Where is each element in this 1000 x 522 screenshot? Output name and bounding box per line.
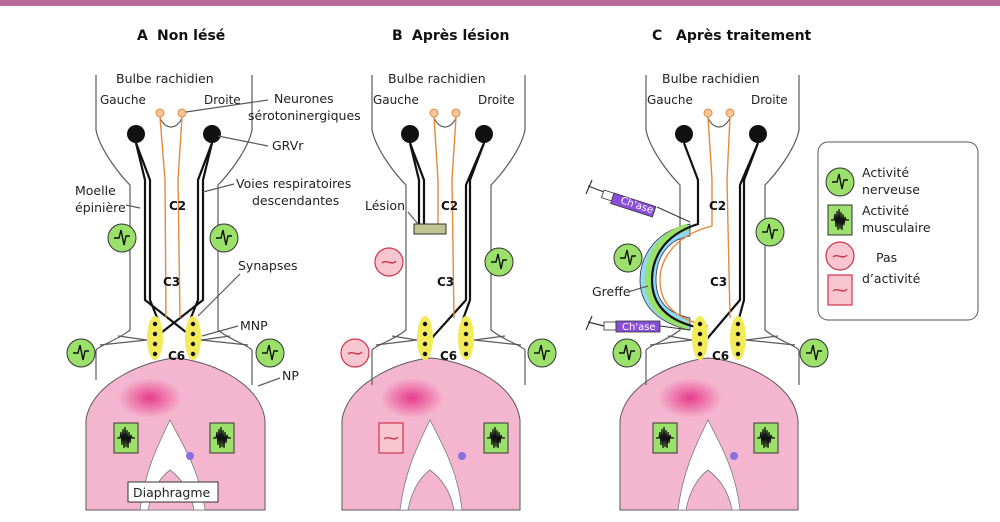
diaphragme-label-box bbox=[127, 481, 219, 503]
panel-b: Bulbe rachidien Gauche Droite Lésion C2 … bbox=[340, 71, 557, 511]
svg-text:C3: C3 bbox=[163, 275, 180, 289]
legend-box bbox=[817, 141, 979, 321]
legend: Activité nerveuse Activité musculaire Pa… bbox=[817, 141, 979, 321]
svg-text:C6: C6 bbox=[440, 349, 457, 363]
svg-text:GRVr: GRVr bbox=[272, 138, 304, 153]
chase-syringe-bottom: Ch'ase bbox=[585, 315, 691, 333]
no-activity-circle-icon bbox=[340, 338, 370, 368]
svg-text:Lésion: Lésion bbox=[365, 198, 405, 213]
muscle-activity-icon bbox=[652, 422, 678, 454]
legend-no-activity-circle-icon bbox=[825, 241, 855, 271]
no-activity-circle-icon bbox=[374, 247, 404, 277]
legend-neural-activity-icon bbox=[825, 167, 855, 197]
chase-syringe-top: Ch'ase bbox=[585, 179, 691, 223]
svg-text:C3: C3 bbox=[710, 275, 727, 289]
svg-text:Droite: Droite bbox=[478, 93, 515, 107]
svg-text:MNP: MNP bbox=[240, 318, 268, 333]
neural-activity-icon bbox=[66, 338, 96, 368]
top-bar bbox=[0, 0, 1000, 6]
svg-text:Bulbe rachidien: Bulbe rachidien bbox=[388, 71, 486, 86]
svg-text:Bulbe rachidien: Bulbe rachidien bbox=[116, 71, 214, 86]
svg-text:Non lésé: Non lésé bbox=[157, 28, 225, 44]
neural-activity-icon bbox=[484, 247, 514, 277]
synapse-zone-right bbox=[185, 316, 201, 360]
grvr-neuron-left bbox=[127, 125, 145, 143]
svg-text:C2: C2 bbox=[441, 199, 458, 213]
svg-text:B: B bbox=[392, 28, 403, 44]
svg-text:C3: C3 bbox=[437, 275, 454, 289]
svg-text:Gauche: Gauche bbox=[100, 93, 146, 107]
legend-muscle-activity-icon bbox=[827, 204, 853, 236]
svg-text:Moelle: Moelle bbox=[75, 183, 116, 198]
neural-activity-icon bbox=[613, 243, 643, 273]
grvr-neuron-right bbox=[203, 125, 221, 143]
serotonin-neuron-left bbox=[155, 108, 165, 118]
svg-text:Après lésion: Après lésion bbox=[412, 28, 509, 44]
panel-a: Bulbe rachidien Gauche Droite C2 C3 C6 bbox=[66, 71, 361, 511]
panel-b-title: B Après lésion bbox=[392, 28, 509, 44]
svg-text:Voies respiratoires: Voies respiratoires bbox=[236, 176, 351, 191]
neural-activity-icon bbox=[255, 338, 285, 368]
svg-text:d’activité: d’activité bbox=[862, 271, 921, 286]
svg-text:Greffe: Greffe bbox=[592, 284, 631, 299]
svg-text:Neurones: Neurones bbox=[274, 91, 334, 106]
diaphragm-activity-hotspot bbox=[118, 378, 182, 418]
neural-activity-icon bbox=[107, 223, 137, 253]
svg-text:C6: C6 bbox=[168, 349, 185, 363]
svg-text:C2: C2 bbox=[709, 199, 726, 213]
svg-text:Activité: Activité bbox=[862, 203, 909, 218]
svg-text:C2: C2 bbox=[169, 199, 186, 213]
svg-text:Après traitement: Après traitement bbox=[676, 28, 812, 44]
svg-text:Gauche: Gauche bbox=[647, 93, 693, 107]
neural-activity-icon bbox=[612, 338, 642, 368]
svg-text:C6: C6 bbox=[712, 349, 729, 363]
muscle-activity-icon bbox=[753, 422, 779, 454]
svg-text:musculaire: musculaire bbox=[862, 220, 931, 235]
svg-text:Ch'ase: Ch'ase bbox=[622, 322, 656, 333]
svg-text:Ch'ase: Ch'ase bbox=[619, 195, 654, 216]
svg-text:A: A bbox=[137, 28, 148, 44]
panel-c-title: C Après traitement bbox=[652, 28, 812, 44]
svg-text:Pas: Pas bbox=[876, 250, 897, 265]
legend-no-activity-square-icon bbox=[827, 274, 853, 306]
svg-text:C: C bbox=[652, 28, 662, 44]
svg-text:nerveuse: nerveuse bbox=[862, 182, 920, 197]
svg-text:descendantes: descendantes bbox=[252, 193, 339, 208]
no-activity-square-icon bbox=[378, 422, 404, 454]
neural-activity-icon bbox=[755, 217, 785, 247]
svg-text:NP: NP bbox=[282, 368, 299, 383]
svg-text:Diaphragme: Diaphragme bbox=[133, 485, 211, 500]
svg-text:épinière: épinière bbox=[75, 200, 126, 215]
neural-activity-icon bbox=[799, 338, 829, 368]
svg-text:sérotoninergiques: sérotoninergiques bbox=[248, 108, 361, 123]
neural-activity-icon bbox=[209, 223, 239, 253]
serotonin-neuron-right bbox=[177, 108, 187, 118]
svg-text:Droite: Droite bbox=[204, 93, 241, 107]
muscle-activity-icon bbox=[209, 422, 235, 454]
muscle-activity-icon bbox=[113, 422, 139, 454]
svg-text:Bulbe rachidien: Bulbe rachidien bbox=[662, 71, 760, 86]
svg-text:Droite: Droite bbox=[751, 93, 788, 107]
panel-a-title: A Non lésé bbox=[137, 28, 225, 44]
neural-activity-icon bbox=[527, 338, 557, 368]
lesion-block bbox=[413, 223, 447, 235]
panel-c: Bulbe rachidien Gauche Droite Ch'ase bbox=[585, 71, 829, 511]
svg-text:Activité: Activité bbox=[862, 165, 909, 180]
svg-text:Synapses: Synapses bbox=[238, 258, 298, 273]
muscle-activity-icon bbox=[483, 422, 509, 454]
synapse-zone-left bbox=[147, 316, 163, 360]
svg-text:Gauche: Gauche bbox=[373, 93, 419, 107]
